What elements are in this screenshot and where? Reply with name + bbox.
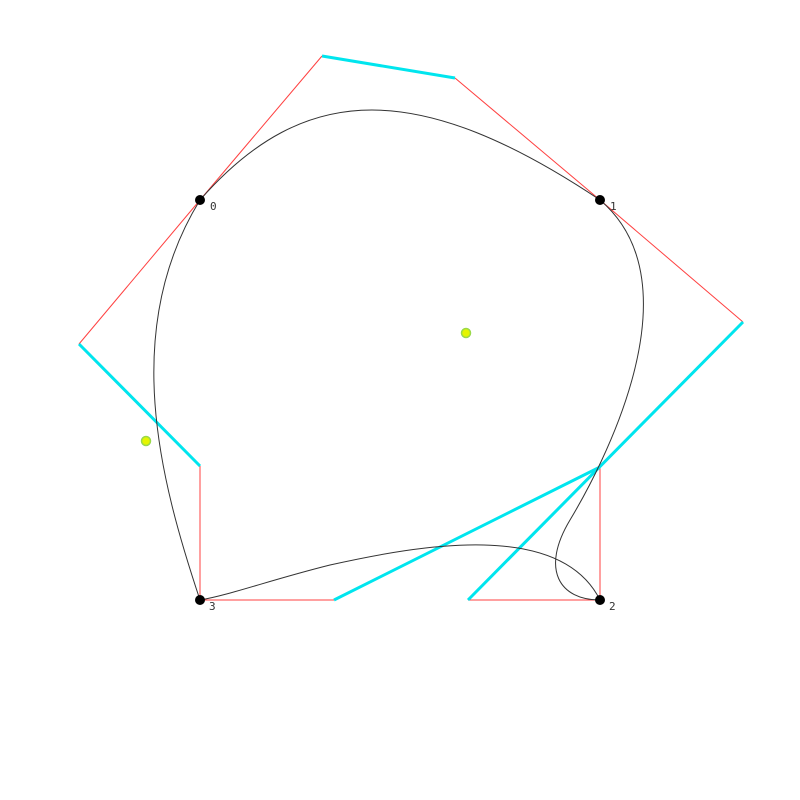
anchor-label-3: 3 bbox=[209, 600, 216, 613]
anchor-labels: 0 1 2 3 bbox=[209, 200, 617, 613]
anchor-points bbox=[195, 195, 605, 605]
anchor-point-1[interactable] bbox=[595, 195, 605, 205]
tangent-line-0a bbox=[199, 55, 323, 201]
anchor-label-1: 1 bbox=[610, 200, 617, 213]
handle-line-right-a[interactable] bbox=[466, 320, 745, 602]
tangent-line-0b bbox=[78, 199, 201, 345]
handle-line-right-b[interactable] bbox=[333, 465, 601, 602]
tangent-lines bbox=[78, 55, 744, 601]
handle-line-left[interactable] bbox=[77, 342, 202, 468]
bezier-curve bbox=[153, 109, 644, 601]
anchor-point-3[interactable] bbox=[195, 595, 205, 605]
tangent-line-1b bbox=[599, 199, 744, 323]
tangent-line-1a bbox=[454, 77, 601, 201]
anchor-label-0: 0 bbox=[210, 200, 217, 213]
left-marker[interactable] bbox=[140, 435, 152, 447]
center-marker[interactable] bbox=[460, 327, 472, 339]
anchor-point-0[interactable] bbox=[195, 195, 205, 205]
handle-lines bbox=[77, 54, 745, 602]
anchor-point-2[interactable] bbox=[595, 595, 605, 605]
handle-line-top[interactable] bbox=[321, 54, 456, 80]
markers bbox=[140, 327, 472, 447]
anchor-label-2: 2 bbox=[609, 600, 616, 613]
